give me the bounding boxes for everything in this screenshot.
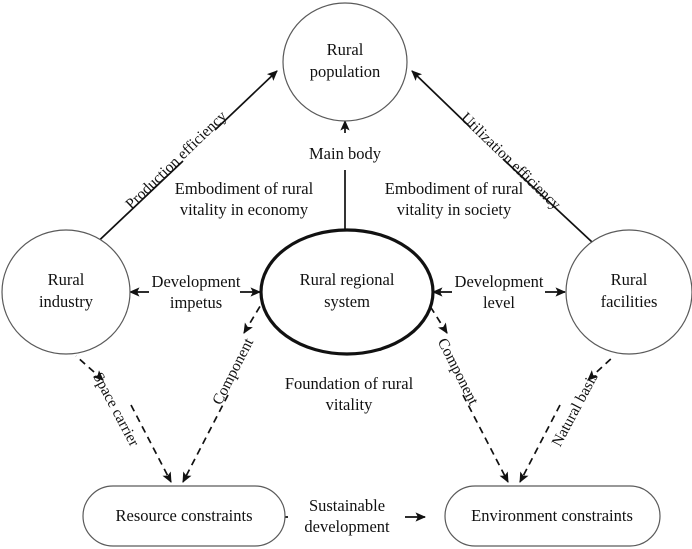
label-embodiment-society: Embodiment of rural vitality in society <box>385 179 524 219</box>
node-environment-constraints-label: Environment constraints <box>471 506 633 525</box>
edge-development-level: Development level <box>431 272 567 312</box>
node-rural-population-line1: Rural <box>327 40 364 59</box>
label-embodiment-economy: Embodiment of rural vitality in economy <box>175 179 314 219</box>
edge-label-main-body: Main body <box>309 144 382 163</box>
node-rural-regional-system-line2: system <box>324 292 370 311</box>
edge-space-carrier: Space carrier <box>75 355 172 483</box>
edge-label-development-level-line1: Development <box>455 272 544 291</box>
node-rural-regional-system[interactable]: Rural regional system <box>259 228 435 356</box>
edge-sustainable-development: Sustainable development <box>267 496 427 536</box>
label-embodiment-economy-line1: Embodiment of rural <box>175 179 314 198</box>
node-rural-industry-line2: industry <box>39 292 94 311</box>
label-embodiment-society-line2: vitality in society <box>397 200 512 219</box>
edge-label-development-impetus-line1: Development <box>152 272 241 291</box>
edge-component-right: Component <box>427 302 509 483</box>
node-rural-facilities-line2: facilities <box>601 292 658 311</box>
node-rural-facilities[interactable]: Rural facilities <box>565 229 692 355</box>
edge-label-development-level-line2: level <box>483 293 515 312</box>
node-environment-constraints[interactable]: Environment constraints <box>444 485 661 547</box>
edge-natural-basis: Natural basis <box>519 355 615 483</box>
label-foundation-line1: Foundation of rural <box>285 374 414 393</box>
node-resource-constraints-label: Resource constraints <box>115 506 252 525</box>
edge-label-utilization-efficiency: Utilization efficiency <box>457 109 564 213</box>
edge-label-sustainable-development-line2: development <box>304 517 390 536</box>
edge-label-natural-basis: Natural basis <box>549 370 602 450</box>
edge-utilization-efficiency: Utilization efficiency <box>411 70 623 271</box>
edge-label-development-impetus-line2: impetus <box>170 293 222 312</box>
edge-label-space-carrier: Space carrier <box>89 370 143 451</box>
edge-label-component-left: Component <box>209 335 257 408</box>
node-rural-regional-system-line1: Rural regional <box>300 270 395 289</box>
node-rural-population[interactable]: Rural population <box>282 2 408 122</box>
edge-component-left: Component <box>182 302 263 483</box>
node-rural-industry[interactable]: Rural industry <box>1 229 131 355</box>
node-resource-constraints[interactable]: Resource constraints <box>82 485 286 547</box>
node-rural-facilities-line1: Rural <box>611 270 648 289</box>
label-foundation-line2: vitality <box>326 395 373 414</box>
node-rural-population-line2: population <box>310 62 381 81</box>
label-embodiment-economy-line2: vitality in economy <box>180 200 309 219</box>
node-rural-industry-line1: Rural <box>48 270 85 289</box>
edge-label-component-right: Component <box>434 335 482 408</box>
edge-development-impetus: Development impetus <box>128 272 262 312</box>
edge-label-sustainable-development-line1: Sustainable <box>309 496 385 515</box>
edge-main-body: Main body <box>309 119 382 245</box>
label-embodiment-society-line1: Embodiment of rural <box>385 179 524 198</box>
label-foundation-of-rural-vitality: Foundation of rural vitality <box>285 374 414 414</box>
